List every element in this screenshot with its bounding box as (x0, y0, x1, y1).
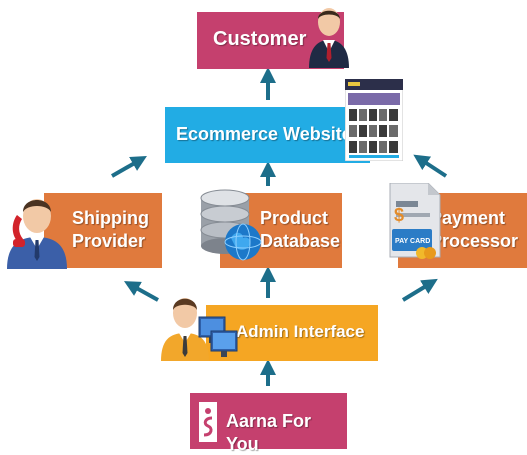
arrow-shipping-to-ecommerce (111, 156, 147, 178)
payment-label: Payment Processor (430, 207, 518, 252)
ecommerce-website-node: Ecommerce Website (165, 107, 370, 163)
call-center-agent-icon (7, 199, 67, 269)
product-label: Product Database (260, 207, 340, 252)
svg-text:$: $ (394, 205, 404, 225)
payment-label-line2: Processor (430, 230, 519, 251)
arrow-admin-to-payment (401, 278, 438, 302)
admin-label: Admin Interface (236, 322, 365, 341)
admin-computer-user-icon (161, 298, 238, 361)
payment-label-line1: Payment (430, 208, 506, 228)
database-globe-icon (200, 189, 262, 261)
shipping-label: Shipping Provider (72, 207, 149, 252)
arrow-admin-to-shipping (124, 281, 159, 302)
ecommerce-label: Ecommerce Website (176, 124, 352, 144)
arrow-payment-to-ecommerce (413, 154, 448, 178)
aarna-label: Aarna For You (226, 411, 312, 454)
pay-card-invoice-icon: $ PAY CARD (389, 183, 441, 259)
aarna-logo-icon (199, 402, 217, 442)
customer-label: Customer (213, 28, 307, 50)
shipping-provider-node: Shipping Provider (44, 193, 162, 268)
shipping-label-line2: Provider (72, 230, 146, 251)
businessman-icon (309, 8, 349, 68)
product-label-line2: Database (260, 230, 341, 251)
pay-card-text: PAY CARD (395, 238, 430, 245)
shipping-label-line1: Shipping (72, 208, 149, 228)
product-label-line1: Product (260, 208, 329, 228)
website-screenshot-icon (345, 79, 403, 161)
